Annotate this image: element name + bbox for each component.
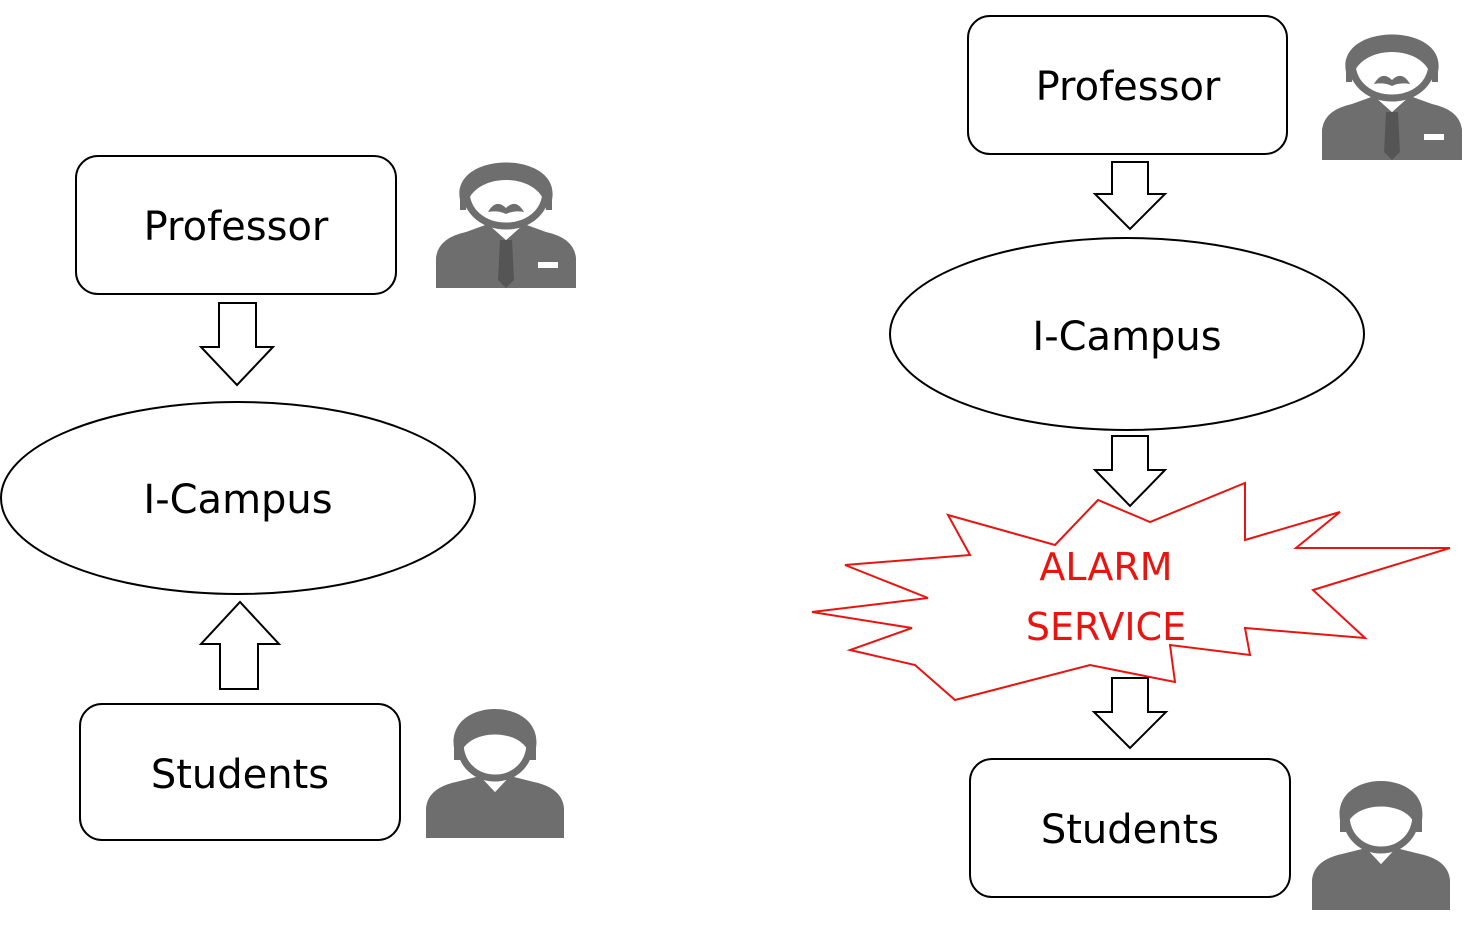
student-icon bbox=[1312, 781, 1450, 910]
up-arrow-icon bbox=[198, 600, 282, 690]
student-icon bbox=[426, 709, 564, 838]
right-students-label: Students bbox=[1041, 807, 1219, 853]
professor-icon bbox=[436, 163, 576, 289]
right-professor-box: Professor bbox=[967, 15, 1288, 155]
left-professor-box: Professor bbox=[75, 155, 397, 295]
down-arrow-icon bbox=[198, 302, 276, 387]
left-students-box: Students bbox=[79, 703, 401, 841]
left-diagram: Professor I-Campus Students bbox=[0, 155, 576, 841]
down-arrow-icon bbox=[1092, 161, 1168, 231]
right-icampus-label: I-Campus bbox=[1032, 314, 1221, 360]
left-professor-label: Professor bbox=[144, 204, 329, 250]
down-arrow-icon bbox=[1092, 435, 1168, 508]
right-diagram: Professor I-Campus ALARM SERVICE Student… bbox=[811, 15, 1462, 910]
down-arrow-icon bbox=[1091, 677, 1169, 750]
right-professor-label: Professor bbox=[1036, 64, 1221, 110]
alarm-label-line2: SERVICE bbox=[1026, 605, 1186, 649]
left-icampus-ellipse: I-Campus bbox=[0, 401, 476, 595]
left-icampus-label: I-Campus bbox=[143, 477, 332, 523]
alarm-label-line1: ALARM bbox=[1039, 545, 1172, 589]
left-students-label: Students bbox=[151, 752, 329, 798]
right-students-box: Students bbox=[969, 758, 1291, 898]
alarm-service-burst: ALARM SERVICE bbox=[811, 481, 1451, 702]
right-icampus-ellipse: I-Campus bbox=[889, 237, 1365, 431]
professor-icon bbox=[1322, 35, 1462, 161]
